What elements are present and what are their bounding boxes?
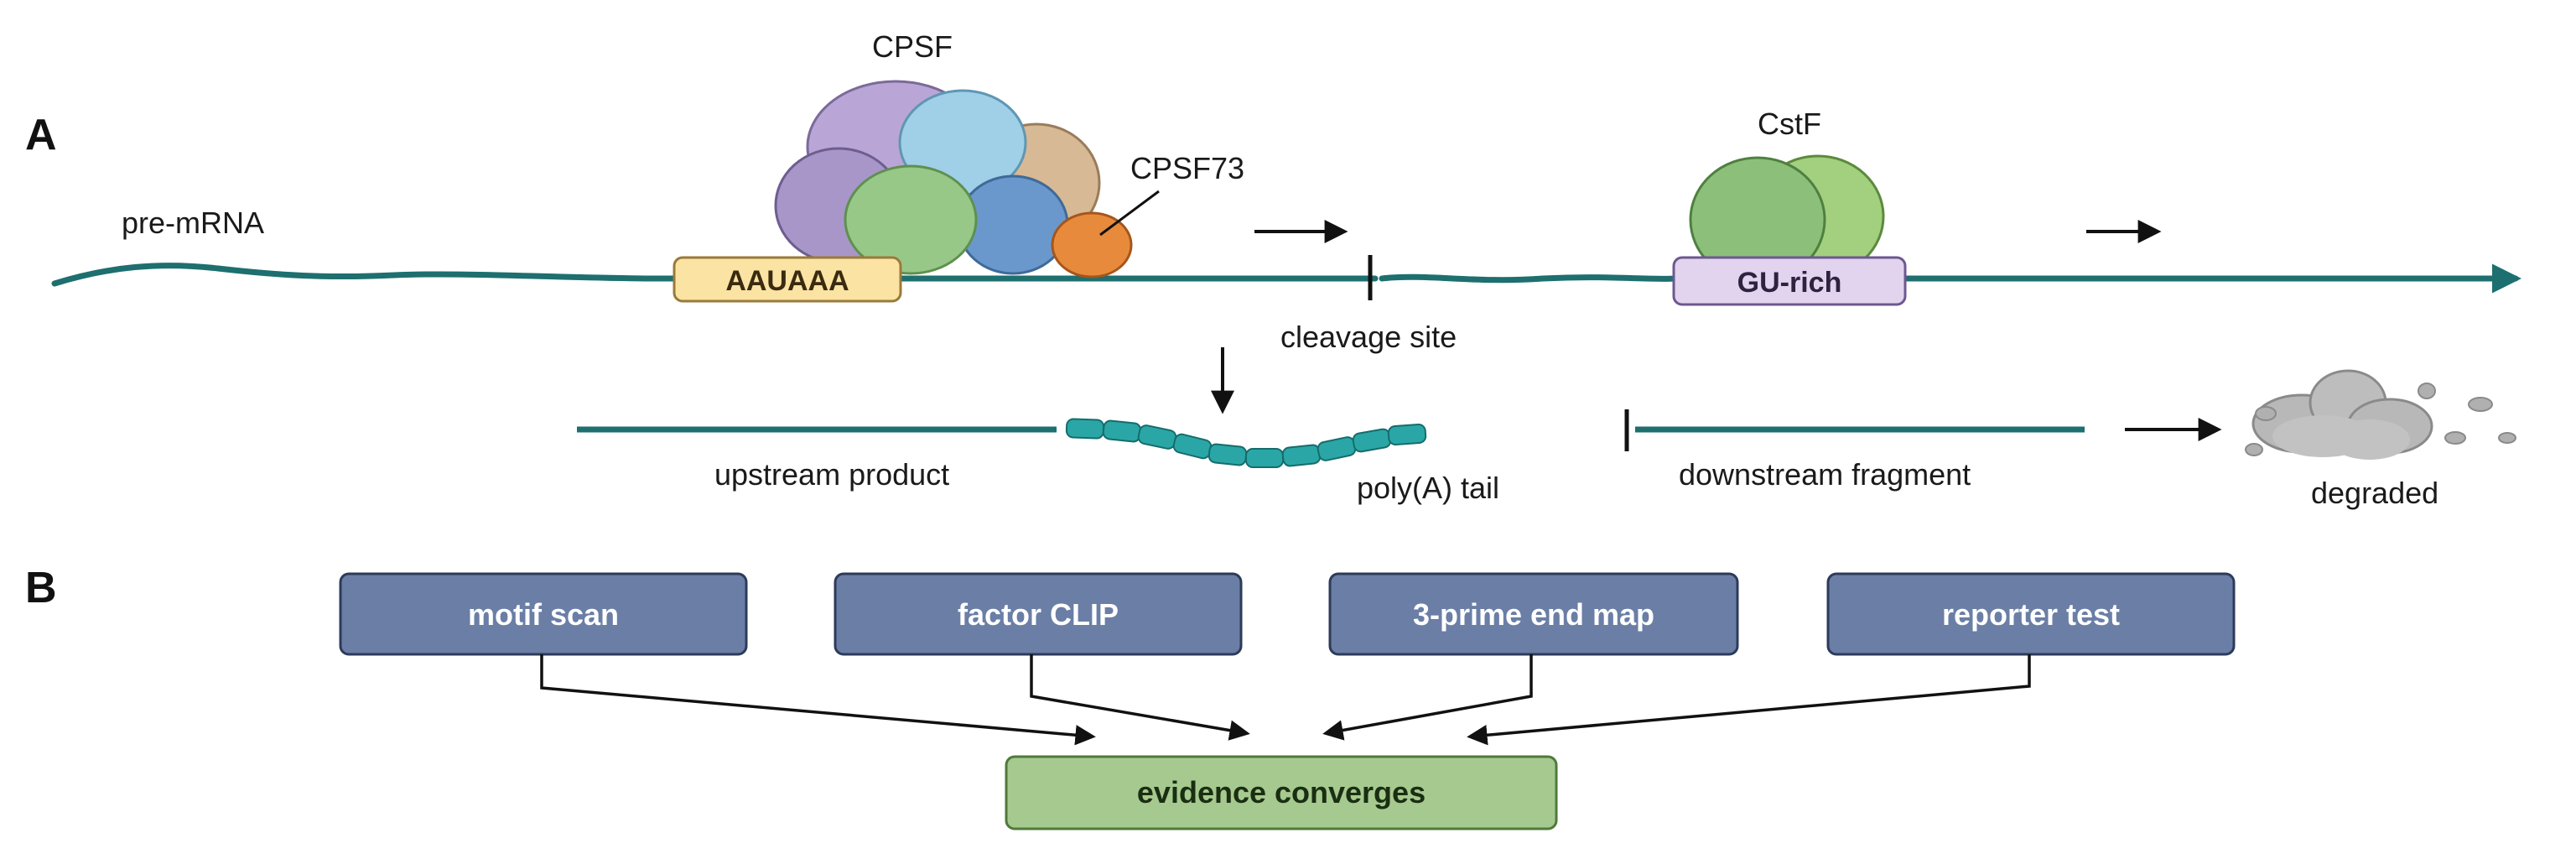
method-label: reporter test	[1942, 597, 2120, 632]
method-box-3-prime-end-map: 3-prime end map	[1328, 572, 1739, 656]
cpsf-subunit	[844, 164, 978, 275]
poly-a-tail	[1065, 418, 1427, 468]
pre-mrna-label: pre-mRNA	[122, 206, 264, 240]
cstf-label: CstF	[1758, 107, 1821, 141]
gu-rich-motif-label: GU-rich	[1737, 267, 1842, 299]
downstream-fragment-label: downstream fragment	[1679, 457, 1971, 492]
cpsf-label: CPSF	[872, 29, 953, 64]
connector-3-prime-end-map	[1322, 654, 1533, 741]
connector-motif-scan	[540, 654, 1096, 746]
cleavage-site-label: cleavage site	[1280, 320, 1457, 354]
aauaaa-motif-label: AAUAAA	[725, 265, 849, 297]
degraded-debris-icon	[2245, 369, 2516, 460]
method-box-factor-clip: factor CLIP	[834, 572, 1243, 656]
result-label: evidence converges	[1137, 775, 1426, 810]
aauaaa-motif-box	[673, 256, 902, 303]
result-box-evidence-converges: evidence converges	[1005, 755, 1558, 830]
cpsf73-leader-line	[1099, 190, 1160, 237]
panel-a-label: A	[25, 111, 57, 159]
method-box-reporter-test: reporter test	[1826, 572, 2236, 656]
pre-mrna-strand-downstream	[1379, 263, 2521, 294]
method-label: motif scan	[468, 597, 619, 632]
gu-rich-motif-box	[1672, 256, 1907, 306]
panel-b-label: B	[25, 564, 57, 612]
degraded-label: degraded	[2311, 476, 2438, 510]
cpsf73-label: CPSF73	[1130, 151, 1244, 185]
cstf-complex	[1689, 154, 1885, 284]
method-label: 3-prime end map	[1413, 597, 1654, 632]
connector-reporter-test	[1467, 654, 2031, 746]
connector-factor-clip	[1030, 654, 1250, 741]
cpsf73-subunit	[1051, 211, 1133, 279]
pre-mrna-strand	[51, 263, 1379, 287]
poly-a-tail-label: poly(A) tail	[1357, 471, 1499, 505]
method-label: factor CLIP	[958, 597, 1119, 632]
cpsf-complex	[774, 80, 1133, 279]
upstream-product-label: upstream product	[714, 457, 949, 492]
method-box-motif-scan: motif scan	[339, 572, 748, 656]
